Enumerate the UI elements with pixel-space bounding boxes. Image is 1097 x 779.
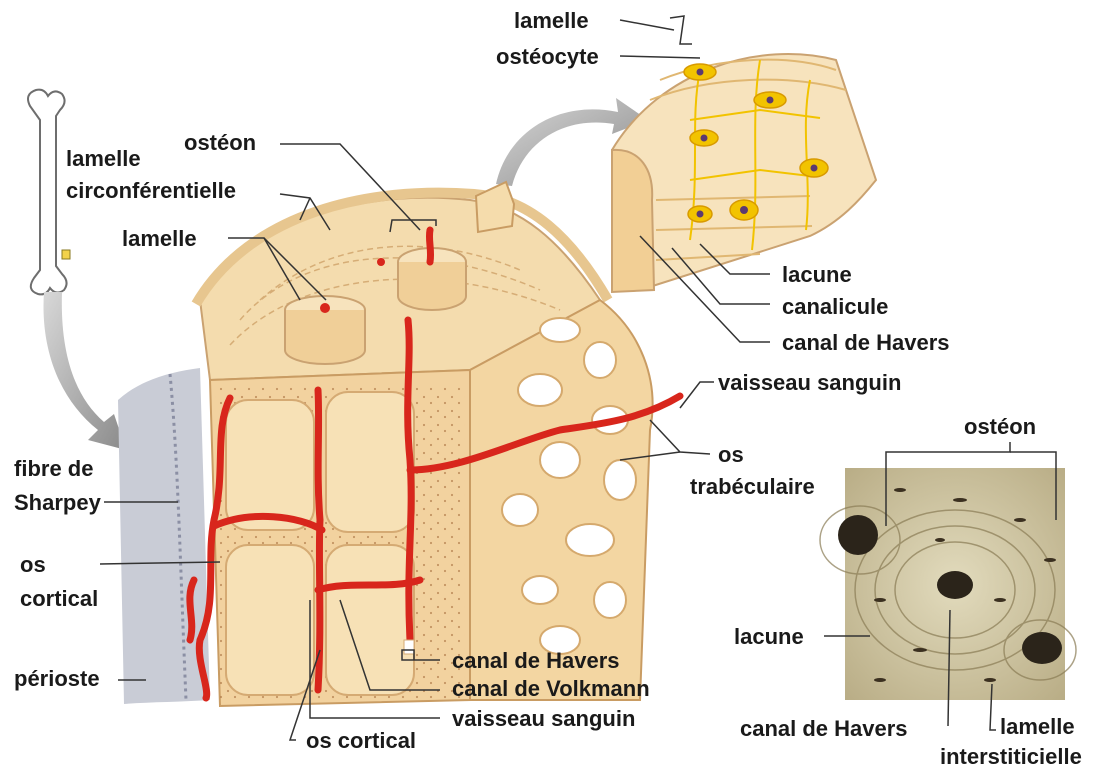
label-canal-volkmann: canal de Volkmann [452, 676, 650, 702]
label-os-trabeculaire-line1: os [718, 442, 744, 468]
label-lamelle-interstitielle-line1: lamelle [1000, 714, 1075, 740]
curved-arrow-icon [43, 292, 126, 450]
label-canal-havers-micro: canal de Havers [740, 716, 908, 742]
label-vaisseau-right: vaisseau sanguin [718, 370, 901, 396]
micrograph [820, 468, 1076, 700]
label-lamelle-circ-line2: circonférentielle [66, 178, 236, 204]
canal-openings [404, 640, 414, 654]
label-osteocyte: ostéocyte [496, 44, 599, 70]
label-osteon-micro: ostéon [964, 414, 1036, 440]
label-lacune-inset: lacune [782, 262, 852, 288]
osteocyte-inset [612, 54, 876, 292]
label-canal-havers-inset: canal de Havers [782, 330, 950, 356]
label-canal-havers-bottom: canal de Havers [452, 648, 620, 674]
label-vaisseau-bottom: vaisseau sanguin [452, 706, 635, 732]
label-os-cortical-left-line2: cortical [20, 586, 98, 612]
label-perioste: périoste [14, 666, 100, 692]
label-fibre-sharpey-line1: fibre de [14, 456, 93, 482]
label-osteon-main: ostéon [184, 130, 256, 156]
label-os-trabeculaire-line2: trabéculaire [690, 474, 815, 500]
label-os-cortical-left-line1: os [20, 552, 46, 578]
label-lacune-micro: lacune [734, 624, 804, 650]
label-lamelle-main: lamelle [122, 226, 197, 252]
label-lamelle-interstitielle-line2: interstiticielle [940, 744, 1082, 770]
long-bone-icon [28, 90, 70, 295]
label-os-cortical-bottom: os cortical [306, 728, 416, 754]
label-canalicule: canalicule [782, 294, 888, 320]
label-fibre-sharpey-line2: Sharpey [14, 490, 101, 516]
label-lamelle-circ-line1: lamelle [66, 146, 141, 172]
label-lamelle-top: lamelle [514, 8, 589, 34]
bone-block [196, 182, 653, 706]
